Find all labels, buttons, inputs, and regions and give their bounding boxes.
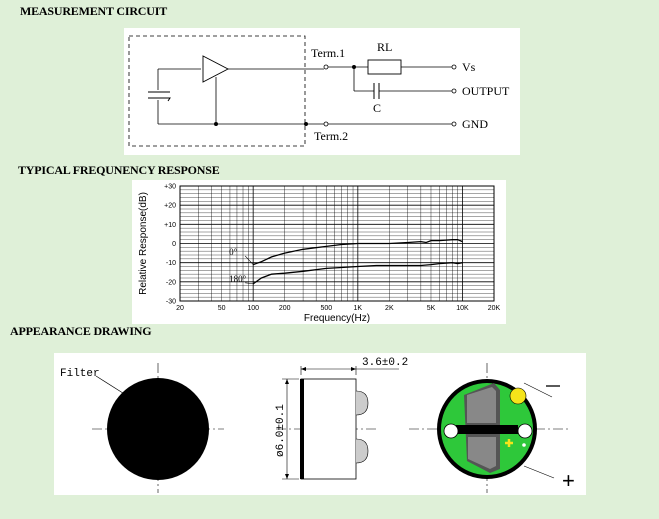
amplifier-triangle [202,55,229,83]
x-tick-label: 10K [456,305,469,312]
hole-right [517,423,533,439]
y-tick-label: -10 [166,260,176,267]
pcb-slot [456,425,518,434]
diameter-dimension: ø6.0±0.1 [275,404,287,457]
depth-dimension: 3.6±0.2 [362,357,408,369]
x-tick-labels: 20 50 100 200 500 1K 2K 5K 10K 20K [176,305,500,312]
y-tick-labels: +30 +20 +10 0 -10 -20 -30 [164,184,176,306]
chart-panel: +30 +20 +10 0 -10 -20 -30 20 50 100 200 500 1K 2K 5K 1… [132,180,506,324]
gnd-label: GND [462,117,488,131]
x-tick-label: 500 [320,305,332,312]
capsule-body [300,378,357,480]
y-tick-label: +10 [164,222,176,229]
back-view: + [409,363,575,493]
rl-label: RL [377,40,392,54]
drawing-panel: Filter 3.6±0.2 ø6.0±0.1 [54,353,586,495]
y-tick-label: -30 [166,299,176,306]
x-axis-label: Frequency(Hz) [304,313,370,324]
front-view: Filter [60,363,224,493]
circuit-panel: Term.1 Term.2 RL Vs C OUTPUT GND [124,28,520,155]
resistor-rl [367,59,402,75]
output-label: OUTPUT [462,84,510,98]
hole-left [443,423,459,439]
chart-grid [179,185,495,302]
appearance-drawing-heading: APPEARANCE DRAWING [10,324,152,338]
x-tick-label: 2K [385,305,394,312]
x-tick-label: 100 [247,305,259,312]
side-view: 3.6±0.2 ø6.0±0.1 [275,357,408,480]
x-tick-label: 1K [354,305,363,312]
plus-sign: + [562,468,575,493]
frequency-response-heading: TYPICAL FREQUNENCY RESPONSE [18,163,220,177]
y-tick-label: -20 [166,279,176,286]
series-label-0: 0° [229,247,238,257]
circuit-diagram: Term.1 Term.2 RL Vs C OUTPUT GND [128,35,510,147]
term1-label: Term.1 [311,46,345,60]
frequency-response-chart: +30 +20 +10 0 -10 -20 -30 20 50 100 200 500 1K 2K 5K 1… [138,184,501,325]
y-tick-label: 0 [172,241,176,248]
mic-filter-face [107,378,209,480]
series-label-1: 180° [229,274,247,284]
front-edge [300,379,304,479]
y-tick-label: +30 [164,184,176,191]
plus-mark [505,439,513,447]
term2-label: Term.2 [314,129,348,143]
series-line-1 [252,262,463,285]
y-axis-label: Relative Response(dB) [138,192,149,295]
x-tick-label: 200 [279,305,291,312]
x-tick-label: 5K [427,305,436,312]
x-tick-label: 20 [176,305,184,312]
pin-top [355,390,369,416]
mic-enclosure [128,35,306,147]
solder-pad-yellow [509,387,527,405]
appearance-drawing: Filter 3.6±0.2 ø6.0±0.1 [60,357,575,493]
filter-label: Filter [60,368,100,380]
c-label: C [373,101,381,115]
x-tick-label: 20K [488,305,501,312]
vs-label: Vs [462,60,476,74]
pin-bottom [355,438,369,464]
series-lines: 0° 180° [229,239,463,285]
x-tick-label: 50 [218,305,226,312]
y-tick-label: +20 [164,203,176,210]
series-line-0 [252,239,463,266]
measurement-circuit-heading: MEASUREMENT CIRCUIT [20,4,167,18]
